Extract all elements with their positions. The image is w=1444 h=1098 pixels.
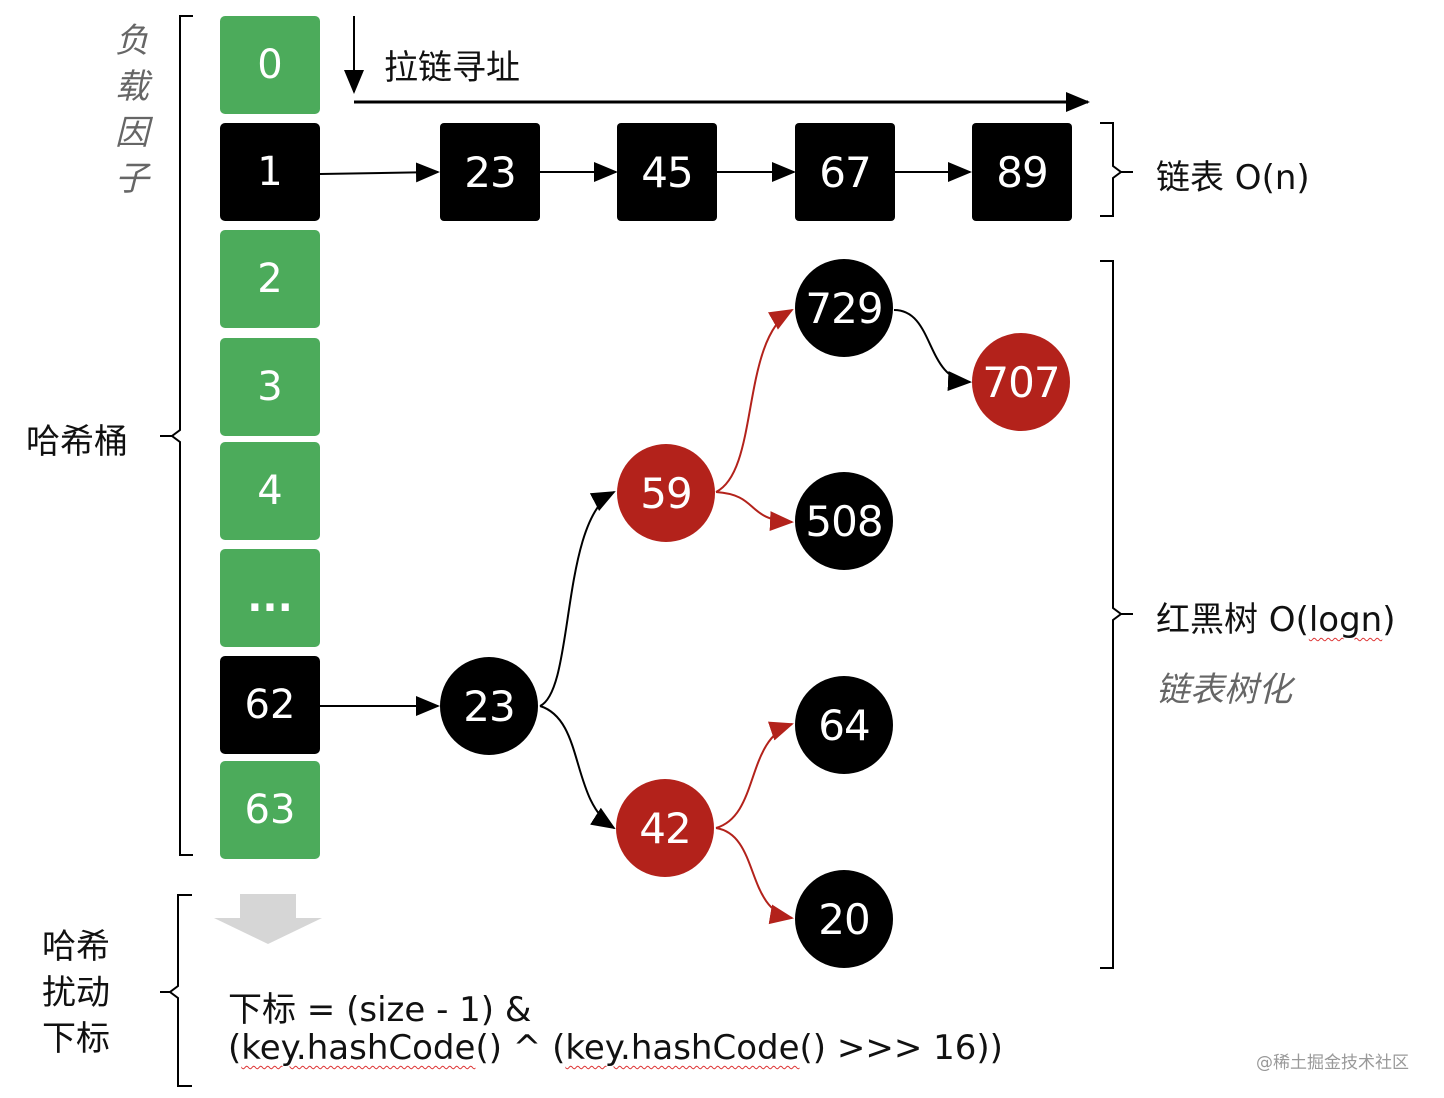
tree-node-20: 20 [795, 870, 893, 968]
bucket-ellipsis: ... [220, 549, 320, 647]
rbtree-bracket [1100, 260, 1123, 969]
treeify-label: 链表树化 [1156, 670, 1292, 710]
bucket-0: 0 [220, 16, 320, 114]
tree-node-42: 42 [616, 779, 714, 877]
tree-node-23: 23 [440, 657, 538, 755]
tree-node-508: 508 [795, 472, 893, 570]
chaining-label: 拉链寻址 [384, 48, 520, 88]
bucket-4: 4 [220, 442, 320, 540]
hash-perturb-label: 哈希 扰动 下标 [42, 927, 110, 1059]
tree-node-707: 707 [972, 333, 1070, 431]
formula-line-2: (key.hashCode() ^ (key.hashCode() >>> 16… [228, 1028, 1003, 1068]
list-node-67: 67 [795, 123, 895, 221]
rbtree-label: 红黑树 O(logn) [1156, 600, 1396, 640]
list-node-23: 23 [440, 123, 540, 221]
load-factor-label: 负 载 因 子 [115, 21, 149, 199]
hash-bucket-label: 哈希桶 [26, 422, 128, 462]
tree-node-59: 59 [617, 444, 715, 542]
linked-list-bracket [1100, 122, 1123, 217]
bucket-3: 3 [220, 338, 320, 436]
linked-list-label: 链表 O(n) [1156, 158, 1310, 198]
bucket-2: 2 [220, 230, 320, 328]
bucket-62: 62 [220, 656, 320, 754]
bucket-bracket [170, 15, 193, 856]
bucket-1: 1 [220, 123, 320, 221]
hash-bracket [168, 894, 192, 1087]
tree-node-64: 64 [795, 676, 893, 774]
down-arrow-icon [214, 894, 322, 944]
formula-line-1: 下标 = (size - 1) & [228, 990, 532, 1030]
list-node-45: 45 [617, 123, 717, 221]
bucket-63: 63 [220, 761, 320, 859]
attribution: @稀土掘金技术社区 [1256, 1053, 1409, 1073]
list-node-89: 89 [972, 123, 1072, 221]
tree-node-729: 729 [795, 259, 893, 357]
